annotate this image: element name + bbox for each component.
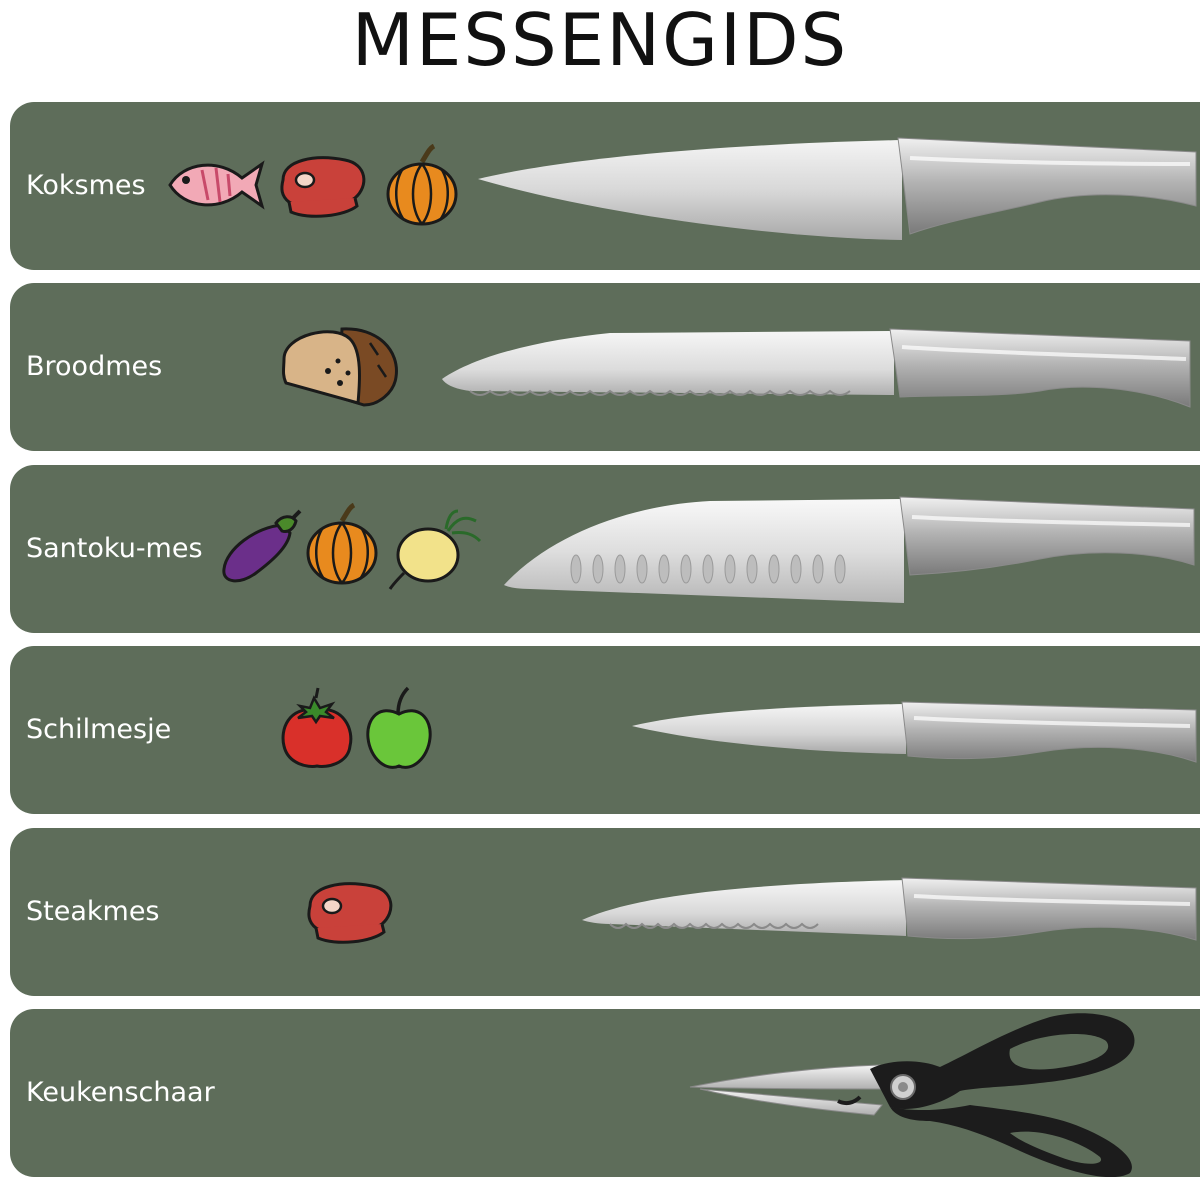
row-label: Koksmes	[26, 170, 146, 201]
row-keukenschaar: Keukenschaar	[10, 1009, 1200, 1177]
bread-icon	[282, 327, 398, 407]
paring-knife-image	[632, 701, 1197, 763]
row-label: Santoku-mes	[26, 533, 203, 564]
row-santoku-mes: Santoku-mes	[10, 465, 1200, 633]
bread-knife-image	[442, 328, 1191, 408]
pumpkin-icon	[306, 503, 378, 585]
row-koksmes: Koksmes	[10, 102, 1200, 270]
row-steakmes: Steakmes	[10, 828, 1200, 996]
pumpkin-icon	[386, 144, 458, 226]
tomato-icon	[281, 687, 353, 768]
row-schilmesje: Schilmesje	[10, 646, 1200, 814]
fish-icon	[168, 160, 265, 210]
page-title: MESSENGIDS	[351, 0, 849, 82]
steak-knife-image	[582, 877, 1197, 941]
row-label: Keukenschaar	[26, 1077, 215, 1108]
turnip-icon	[388, 509, 482, 590]
steak-icon	[307, 882, 393, 944]
apple-icon	[366, 686, 432, 769]
steak-icon	[280, 156, 366, 218]
row-label: Broodmes	[26, 351, 163, 382]
row-label: Steakmes	[26, 896, 160, 927]
eggplant-icon	[222, 509, 302, 583]
row-label: Schilmesje	[26, 714, 172, 745]
row-broodmes: Broodmes	[10, 283, 1200, 451]
